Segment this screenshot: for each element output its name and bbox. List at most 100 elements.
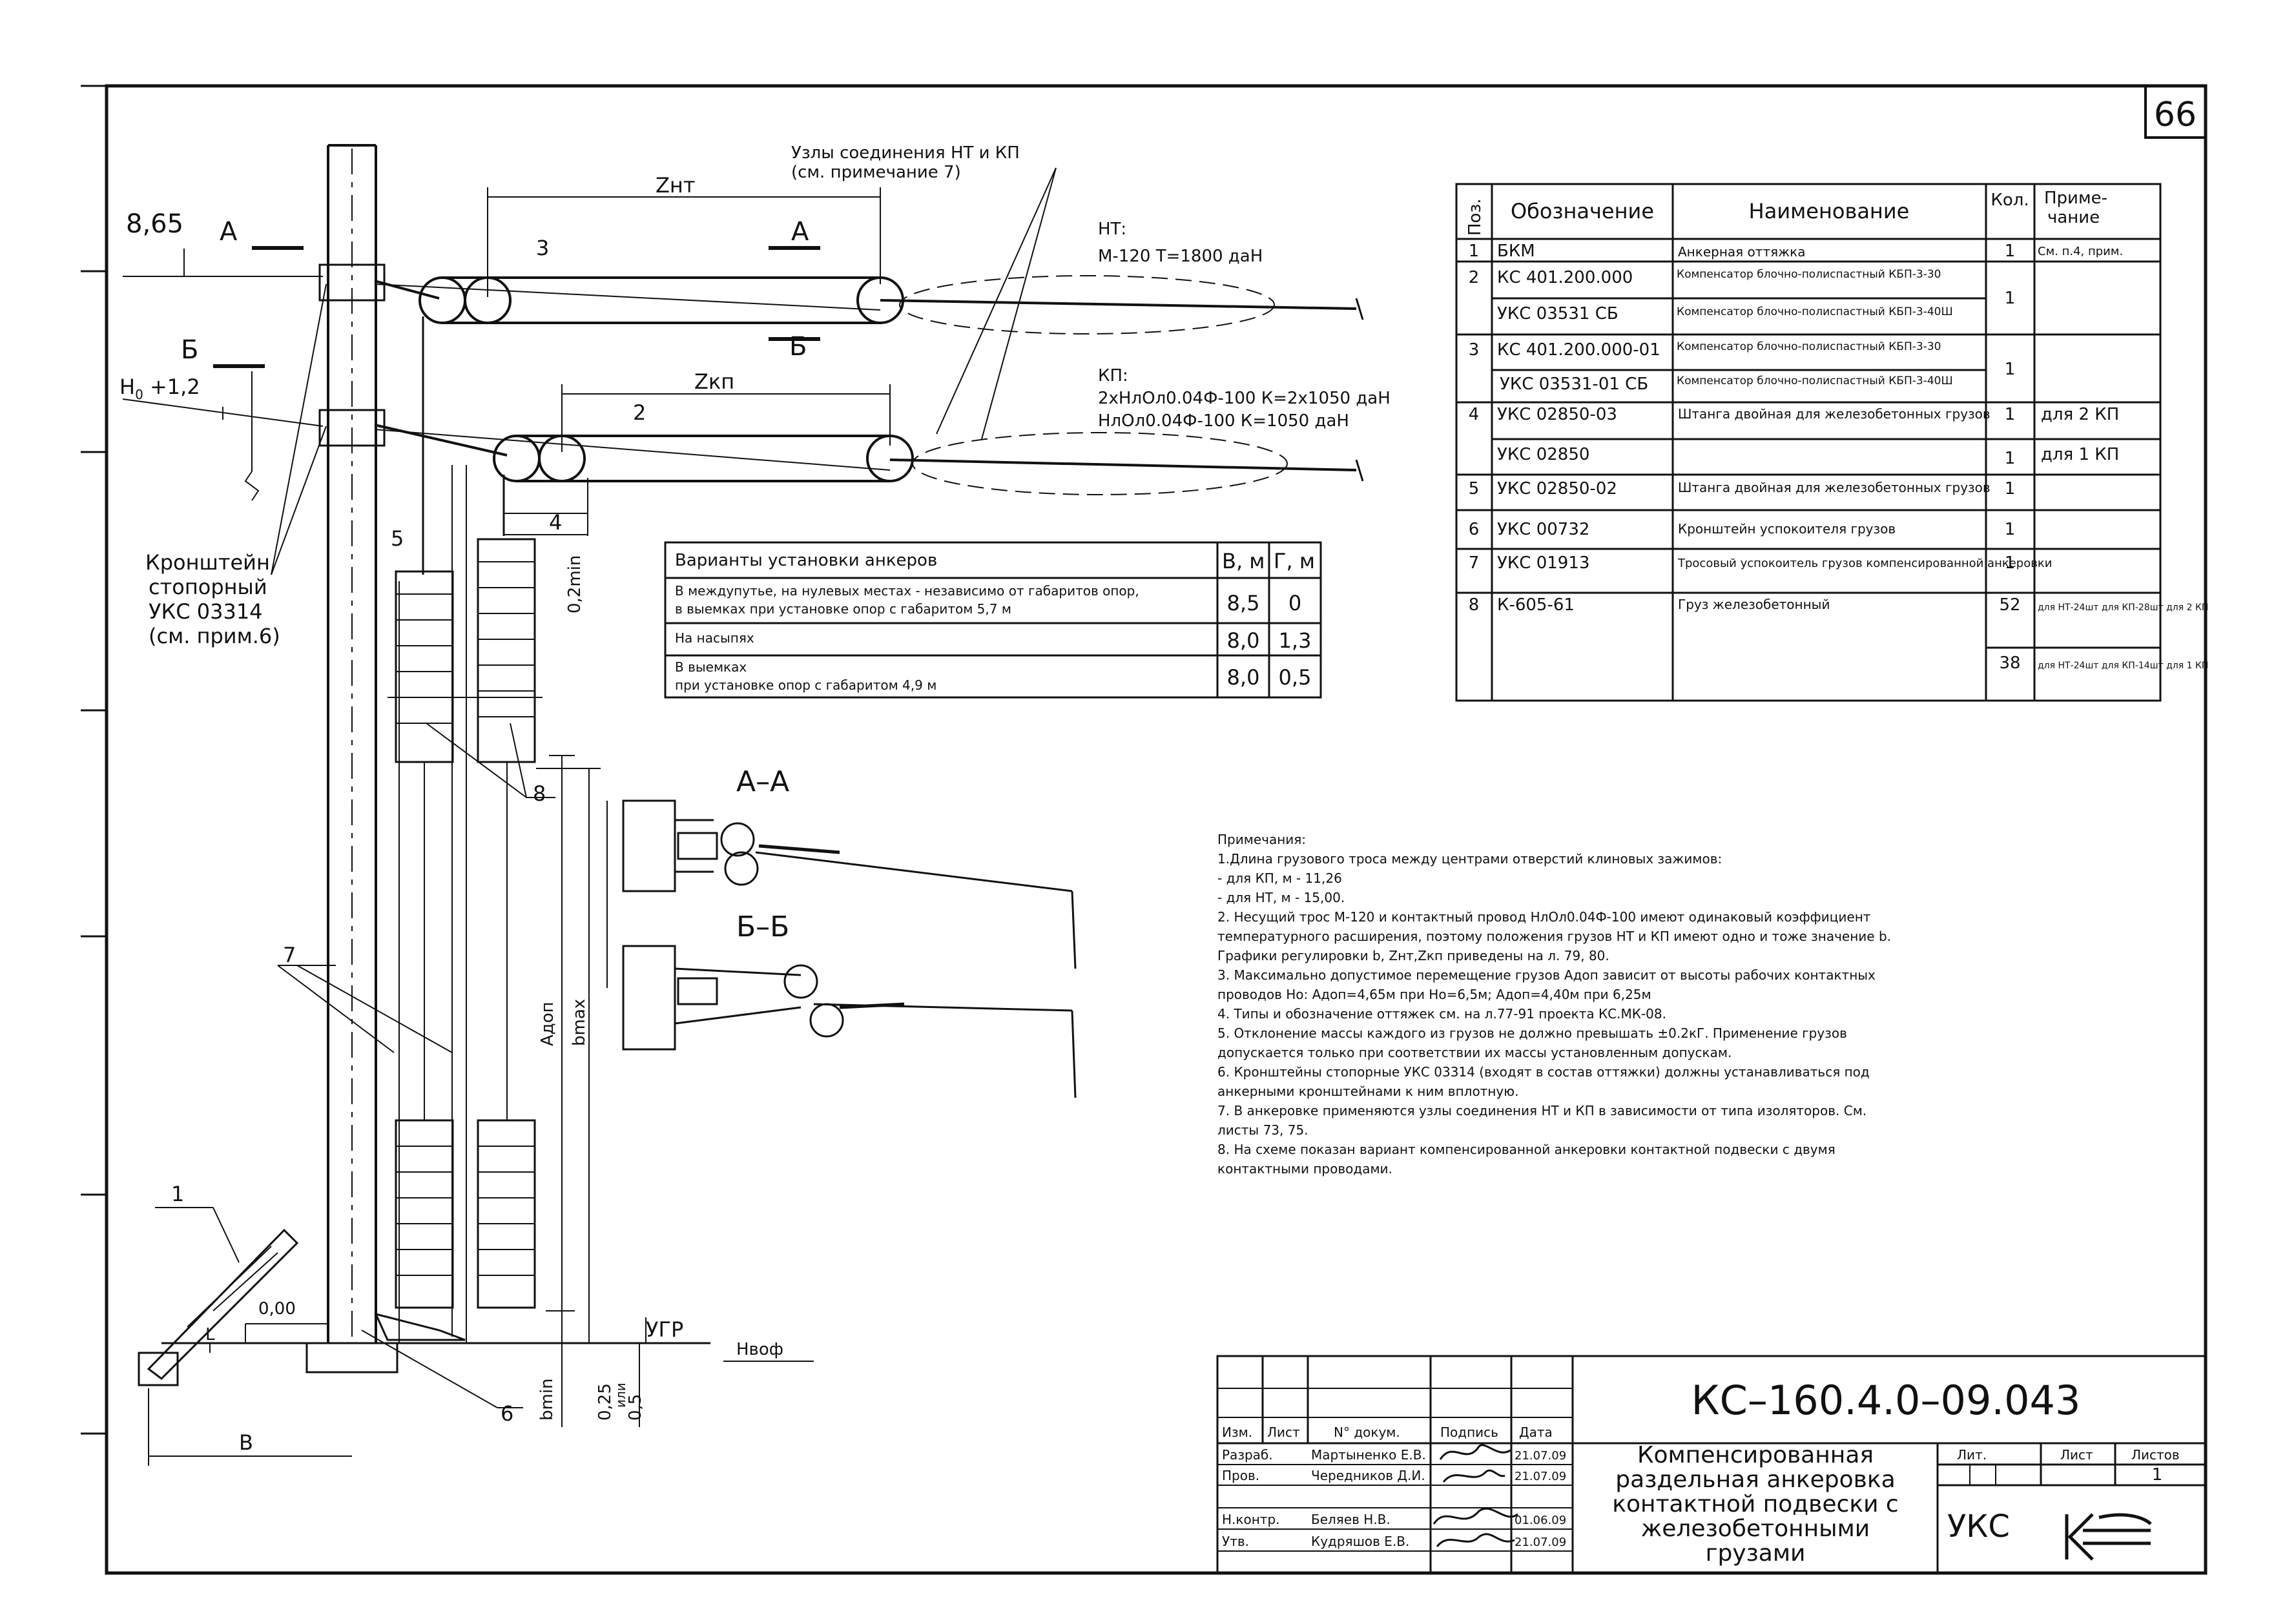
dim-02min: 0,2min xyxy=(565,555,584,613)
signatures xyxy=(1432,1444,1518,1548)
b-mark: В xyxy=(239,1430,253,1455)
title-block: КС–160.4.0–09.043 Изм. Лист N° докум. По… xyxy=(1216,1355,2207,1574)
tb-date-1: 21.07.09 xyxy=(1515,1449,1566,1463)
bracket-label-1: Кронштейн xyxy=(145,550,270,575)
pos-8: 8 xyxy=(533,781,546,806)
spec-row-6-code: УКС 00732 xyxy=(1497,520,1589,539)
spec-row-2-code: КС 401.200.000 xyxy=(1497,268,1633,287)
ugr-label: УГР xyxy=(646,1317,683,1342)
kp-weight-stack-lower xyxy=(477,1119,536,1309)
nt-wire xyxy=(880,299,1357,310)
title-line-5: грузами xyxy=(1706,1540,1806,1567)
spec-row-8b-note: для НТ-24шт для КП-14шт для 1 КП xyxy=(2038,661,2208,671)
notes-block: Примечания: 1.Длина грузового троса межд… xyxy=(1217,832,1891,1177)
tb-name-5: Кудряшов Е.В. xyxy=(1311,1534,1409,1549)
pos-3: 3 xyxy=(536,236,549,260)
title-line-2: раздельная анкеровка xyxy=(1615,1466,1895,1493)
section-bb-title: Б–Б xyxy=(736,910,789,943)
tb-col-date: Дата xyxy=(1519,1425,1553,1440)
spec-row-5-name: Штанга двойная для железобетонных грузов xyxy=(1678,480,1991,495)
notes-line-5: температурного расширения, поэтому полож… xyxy=(1217,929,1891,944)
spec-row-3-code: КС 401.200.000-01 xyxy=(1497,340,1660,360)
nodes-note-1: Узлы соединения НТ и КП xyxy=(791,143,1020,163)
spec-row-4-pos: 4 xyxy=(1469,405,1480,424)
spec-row-1-code: БКМ xyxy=(1497,242,1535,261)
spec-row-7-code: УКС 01913 xyxy=(1497,553,1589,573)
notes-line-11: допускается только при соответствии их м… xyxy=(1217,1045,1732,1060)
dim-4: 4 xyxy=(549,510,562,535)
notes-line-3: - для НТ, м - 15,00. xyxy=(1217,890,1345,905)
nodes-note-2: (см. примечание 7) xyxy=(791,163,961,182)
spec-row-4b-qty: 1 xyxy=(2005,449,2016,468)
spec-header-note-2: чание xyxy=(2047,208,2100,227)
variants-row-2-g: 0,5 xyxy=(1279,665,1312,690)
tb-role-2: Пров. xyxy=(1222,1468,1259,1483)
tb-col-izm: Изм. xyxy=(1222,1425,1252,1440)
nt-line-1: НТ: xyxy=(1098,220,1126,239)
pos-7: 7 xyxy=(283,943,296,967)
title-line-4: железобетонными xyxy=(1641,1516,1870,1542)
tb-listov-label: Листов xyxy=(2131,1447,2180,1463)
spec-header-qty: Кол. xyxy=(1991,190,2029,210)
kp-node-highlight xyxy=(912,432,1288,495)
spec-table: Поз. Обозначение Наименование Кол. Приме… xyxy=(1455,183,2208,702)
z-nt-label: Zнт xyxy=(656,173,695,198)
notes-line-7: 3. Максимально допустимое перемещение гр… xyxy=(1217,967,1876,983)
tb-lit-label: Лит. xyxy=(1957,1447,1987,1463)
tb-col-doc: N° докум. xyxy=(1334,1425,1400,1440)
spec-row-1-pos: 1 xyxy=(1469,242,1480,261)
tb-role-1: Разраб. xyxy=(1222,1447,1273,1463)
notes-line-17: контактными проводами. xyxy=(1217,1161,1392,1177)
notes-line-13: анкерными кронштейнами к ним вплотную. xyxy=(1217,1084,1518,1099)
section-views xyxy=(606,799,1077,1098)
notes-line-12: 6. Кронштейны стопорные УКС 03314 (входя… xyxy=(1217,1064,1870,1080)
tb-role-4: Н.контр. xyxy=(1222,1512,1280,1527)
variants-row-2-text1: В выемках xyxy=(675,659,747,675)
tb-name-4: Беляев Н.В. xyxy=(1311,1512,1391,1527)
spec-row-2-pos: 2 xyxy=(1469,268,1480,287)
notes-line-16: 8. На схеме показан вариант компенсирова… xyxy=(1217,1142,1836,1157)
bracket-label-4: (см. прим.6) xyxy=(149,624,280,648)
anchor-guy xyxy=(147,1228,299,1380)
tb-org: УКС xyxy=(1947,1508,2010,1545)
level-865: 8,65 xyxy=(126,209,183,239)
spec-row-3-pos: 3 xyxy=(1469,340,1480,360)
section-b-mark-2: Б xyxy=(789,332,807,362)
spec-row-2-qty: 1 xyxy=(2005,289,2016,308)
nt-pulley-1 xyxy=(419,276,466,324)
page-number: 66 xyxy=(2154,96,2197,134)
zero-level: 0,00 xyxy=(258,1299,296,1319)
notes-line-4: 2. Несущий трос М-120 и контактный прово… xyxy=(1217,909,1871,925)
spec-row-8-pos: 8 xyxy=(1469,595,1480,615)
kp-pulley-1 xyxy=(493,435,541,482)
pos-2: 2 xyxy=(633,400,646,425)
vert-dim-2: или xyxy=(613,1383,628,1408)
tb-date-5: 21.07.09 xyxy=(1515,1536,1566,1549)
notes-line-2: - для КП, м - 11,26 xyxy=(1217,870,1342,886)
tb-date-4: 01.06.09 xyxy=(1515,1514,1566,1527)
variants-row-1-v: 8,0 xyxy=(1227,628,1260,653)
spec-row-6-pos: 6 xyxy=(1469,520,1480,539)
spec-row-4b-code: УКС 02850 xyxy=(1497,445,1589,464)
variants-row-2-v: 8,0 xyxy=(1227,665,1260,690)
vert-dim-3: 0,5 xyxy=(626,1394,645,1421)
spec-row-2b-code: УКС 03531 СБ xyxy=(1497,304,1619,324)
spec-row-4b-note: для 1 КП xyxy=(2041,445,2119,464)
spec-row-6-qty: 1 xyxy=(2005,520,2016,539)
spec-row-7-name: Тросовый успокоитель грузов компенсирова… xyxy=(1677,557,2052,570)
section-aa-title: А–А xyxy=(736,765,789,798)
spec-row-2b-name: Компенсатор блочно-полиспастный КБП-3-40… xyxy=(1677,305,1953,318)
tb-col-sign: Подпись xyxy=(1440,1425,1498,1440)
spec-row-6-name: Кронштейн успокоителя грузов xyxy=(1678,521,1896,537)
tb-name-1: Мартыненко Е.В. xyxy=(1311,1447,1426,1463)
notes-line-9: 4. Типы и обозначение оттяжек см. на л.7… xyxy=(1217,1006,1666,1022)
nt-node-highlight xyxy=(899,275,1275,334)
kp-line-3: НлОл0.04Ф-100 К=1050 даН xyxy=(1098,411,1349,431)
variants-header-2: Г, м xyxy=(1274,549,1315,573)
spec-row-7-qty: 1 xyxy=(2005,553,2016,573)
variants-header-1: В, м xyxy=(1222,549,1265,573)
section-a-mark: А xyxy=(220,217,238,247)
spec-row-2-name: Компенсатор блочно-полиспастный КБП-3-30 xyxy=(1677,268,1941,281)
spec-row-1-note: См. п.4, прим. xyxy=(2038,245,2123,258)
